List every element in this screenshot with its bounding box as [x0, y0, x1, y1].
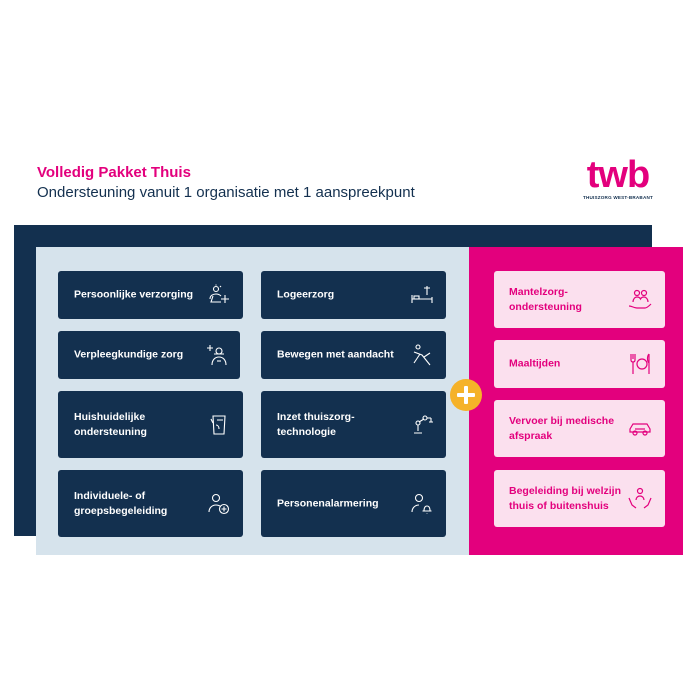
service-label: Individuele- of groepsbegeleiding	[74, 489, 168, 517]
wellbeing-icon	[628, 487, 652, 508]
service-card-logeerzorg[interactable]: Logeerzorg	[261, 271, 446, 319]
personal-care-icon	[209, 284, 229, 303]
service-card-persoonlijke-verzorging[interactable]: Persoonlijke verzorging	[58, 271, 243, 319]
cleaning-icon	[210, 414, 226, 435]
service-label: Persoonlijke verzorging	[74, 288, 194, 301]
plus-icon	[450, 379, 482, 411]
extra-label: Begeleiding bij welzijn thuis of buitens…	[509, 484, 622, 512]
page-subtitle: Ondersteuning vanuit 1 organisatie met 1…	[37, 184, 415, 201]
service-card-personenalarmering[interactable]: Personenalarmering	[261, 470, 446, 537]
logo-tagline: THUISZORG WEST-BRABANT	[583, 195, 653, 200]
meal-icon	[630, 353, 650, 374]
service-card-bewegen-met-aandacht[interactable]: Bewegen met aandacht	[261, 331, 446, 379]
twb-logo: twb THUISZORG WEST-BRABANT	[577, 155, 659, 205]
service-label: Logeerzorg	[277, 288, 335, 301]
service-card-thuiszorg-technologie[interactable]: Inzet thuiszorg-technologie	[261, 391, 446, 458]
nurse-icon	[207, 345, 227, 366]
service-card-huishoudelijke-ondersteuning[interactable]: Huishuidelijke ondersteuning	[58, 391, 243, 458]
person-alarm-icon	[411, 493, 432, 513]
extra-label: Vervoer bij medische afspraak	[509, 414, 615, 442]
service-label: Bewegen met aandacht	[277, 348, 394, 361]
service-card-individuele-of-groepsbegeleiding[interactable]: Individuele- of groepsbegeleiding	[58, 470, 243, 537]
service-label: Inzet thuiszorg-technologie	[277, 410, 355, 438]
movement-icon	[413, 344, 431, 366]
service-label: Verpleegkundige zorg	[74, 348, 184, 361]
extra-card-vervoer-bij-medische-afspraak[interactable]: Vervoer bij medische afspraak	[494, 400, 665, 457]
service-card-verpleegkundige-zorg[interactable]: Verpleegkundige zorg	[58, 331, 240, 379]
extra-card-begeleiding-bij-welzijn[interactable]: Begeleiding bij welzijn thuis of buitens…	[494, 470, 665, 527]
person-add-icon	[208, 493, 230, 514]
bed-icon	[411, 286, 433, 303]
extra-card-mantelzorg-ondersteuning[interactable]: Mantelzorg-ondersteuning	[494, 271, 665, 328]
caring-hands-icon	[628, 289, 652, 309]
logo-word: twb	[586, 154, 650, 196]
extra-label: Mantelzorg-ondersteuning	[509, 285, 582, 313]
service-label: Personenalarmering	[277, 497, 379, 509]
page-title: Volledig Pakket Thuis	[37, 164, 191, 181]
car-icon	[629, 422, 651, 436]
service-label: Huishuidelijke ondersteuning	[74, 410, 147, 438]
robot-arm-icon	[414, 414, 433, 434]
extra-card-maaltijden[interactable]: Maaltijden	[494, 340, 665, 388]
extra-label: Maaltijden	[509, 357, 561, 370]
